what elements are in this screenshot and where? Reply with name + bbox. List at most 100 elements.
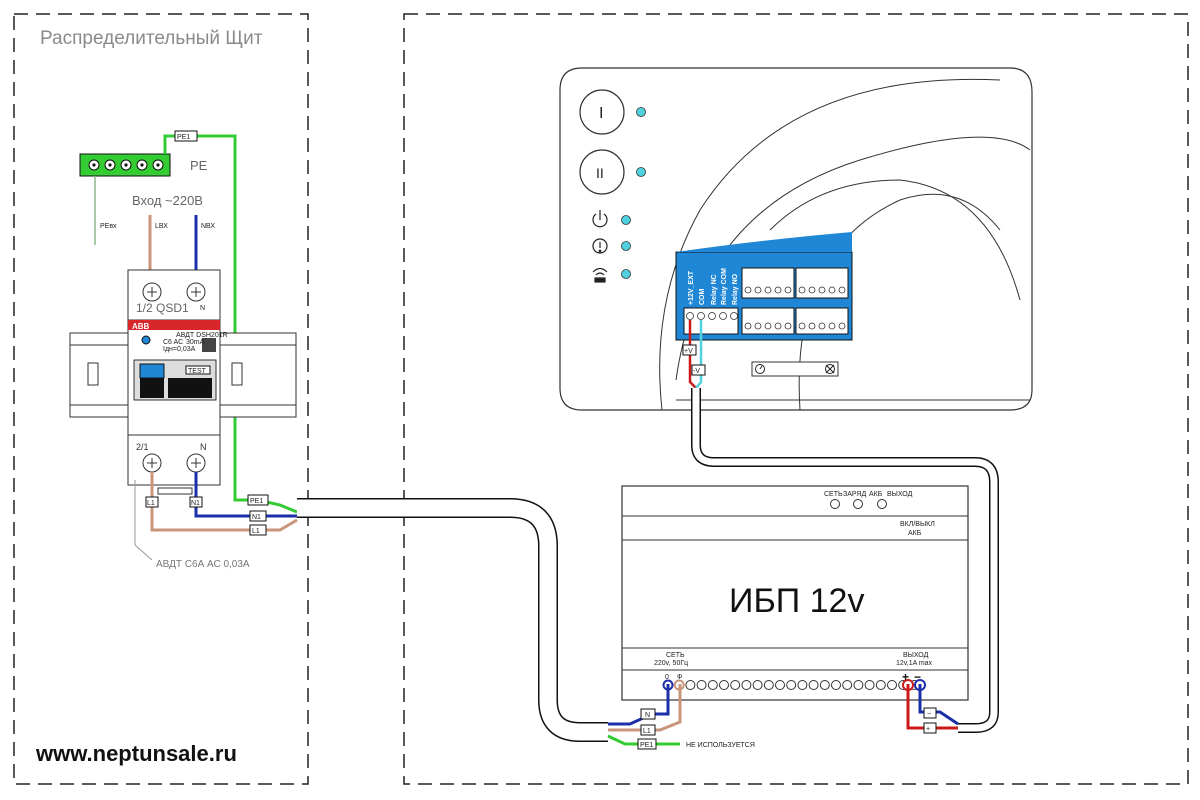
cab-term-n: N1	[252, 514, 261, 521]
ups-housing	[621, 485, 969, 701]
breaker-test-label: TEST	[188, 368, 207, 375]
ups-out-plus-box	[923, 722, 937, 734]
ctrl-term-label-0: +12V_EXT	[688, 270, 695, 305]
breaker-leak: Iдн=0,03А	[163, 346, 196, 353]
ups-term-pe-box	[637, 738, 657, 750]
cabinet-title: Распределительный Щит	[40, 28, 263, 49]
ups-ind-out: ВЫХОД	[887, 491, 913, 498]
controller-button-2-label: II	[596, 165, 604, 181]
breaker-top-label: 1/2 QSD1	[136, 301, 189, 315]
breaker-bottom-label: 2/1	[136, 442, 149, 452]
ups-terminal-screw	[730, 680, 741, 690]
breaker-rating: C6 AC	[163, 339, 183, 346]
pe-wire-top	[163, 134, 258, 502]
breaker-top-n: N	[200, 305, 205, 312]
ups-term-zero: 0	[665, 674, 669, 681]
breaker-out-n-tag	[189, 496, 203, 508]
main-cable	[297, 498, 608, 742]
input-label: Вход ~220В	[132, 193, 203, 208]
ups-out-label-2: 12v,1A max	[896, 660, 933, 667]
ups-out-minus: −	[927, 711, 931, 718]
room-frame	[403, 13, 1189, 785]
ups-term-n-box	[640, 708, 656, 720]
breaker-out-l-tag	[145, 496, 159, 508]
ups-terminal-screw	[842, 680, 853, 690]
breaker-caption: АВДТ С6А АС 0,03А	[156, 559, 250, 570]
ups-terminal-screw	[819, 680, 830, 690]
l-input-label: LВХ	[155, 223, 168, 230]
ctrl-term-label-4: Relay NO	[732, 273, 739, 305]
ups-plus: +	[902, 670, 909, 684]
ups-terminal-screw	[741, 680, 752, 690]
ups-out-label-1: ВЫХОД	[903, 652, 929, 659]
cab-term-l-tag	[249, 524, 267, 536]
breaker-caption-leader	[134, 480, 153, 561]
ups-terminal-screw	[875, 680, 886, 690]
ups-term-n: N	[645, 712, 650, 719]
ups-term-phase: Ф	[677, 674, 682, 681]
ups-terminal-row	[662, 679, 926, 691]
ups-term-l: L1	[643, 728, 651, 735]
breaker-model: АВДТ DSH201R	[176, 332, 228, 339]
cab-term-n-tag	[249, 510, 267, 522]
ups-net-label-1: СЕТЬ	[666, 652, 685, 659]
ups-pe-note: НЕ ИСПОЛЬЗУЕТСЯ	[686, 742, 755, 749]
website-watermark: www.neptunsale.ru	[36, 741, 237, 766]
breaker-out-n: N1	[191, 500, 200, 507]
breaker-brand: ABB	[132, 322, 150, 331]
wifi-icon	[592, 267, 608, 283]
ups-out-minus-box	[923, 707, 937, 719]
breaker-rating-badge: 30mA	[186, 339, 205, 346]
pe-bus-label: PE	[190, 158, 208, 173]
ctrl-tag-minus-box	[691, 364, 706, 376]
ups-pe-wire	[607, 734, 680, 746]
ups-switch-label-1: ВКЛ/ВЫКЛ	[900, 521, 935, 528]
ups-out-plus: +	[926, 726, 930, 733]
controller-terminal-labels: +12V_EXT COM Relay NC Relay COM Relay NO	[688, 268, 739, 305]
ups-terminal-screw	[864, 680, 875, 690]
ups-terminal-screw	[719, 680, 729, 690]
ups-terminal-screw	[831, 680, 841, 690]
ups-out-plus-wire	[906, 684, 958, 730]
cab-term-pe: PE1	[250, 498, 263, 505]
power-icon	[592, 210, 608, 228]
controller-minus-wire	[695, 320, 703, 389]
cab-term-l: L1	[252, 528, 260, 535]
ups-switch-label-2: АКБ	[908, 530, 922, 537]
ups-indicators	[830, 499, 887, 509]
ups-terminal-screw	[808, 680, 819, 690]
ctrl-tag-minus: -V	[693, 368, 700, 375]
fan-icon	[825, 364, 835, 374]
ups-ind-batt: АКБ	[869, 491, 883, 498]
ups-net-label-2: 220v, 50Гц	[654, 660, 688, 667]
ctrl-term-label-1: COM	[699, 289, 706, 306]
ctrl-tag-plus: +V	[684, 348, 693, 355]
ctrl-term-label-2: Relay NC	[711, 274, 718, 305]
ctrl-term-label-3: Relay COM	[721, 268, 728, 305]
ups-terminal-screw	[752, 680, 763, 690]
controller-leds	[621, 107, 646, 279]
controller-button-1[interactable]	[579, 89, 625, 135]
ups-title: ИБП 12v	[729, 582, 864, 620]
alert-icon	[592, 238, 608, 254]
breaker-out-l: L1	[147, 500, 155, 507]
controller-terminal-screws	[686, 286, 846, 330]
controller-button-2[interactable]	[579, 149, 625, 195]
breaker-bottom-n: N	[200, 442, 207, 452]
controller-slot	[751, 361, 839, 377]
ups-terminal-screw	[775, 680, 785, 690]
rcbo-breaker	[127, 269, 221, 495]
ups-term-l-box	[640, 724, 656, 736]
ups-ind-net: СЕТЬ	[824, 491, 843, 498]
n-input-label: NВХ	[201, 223, 215, 230]
pe-top-tag-text: PE1	[177, 134, 190, 141]
ups-terminal-screw	[707, 680, 718, 690]
cabinet-frame	[13, 13, 309, 785]
pe-bus-bar	[79, 153, 171, 177]
controller-terminal-panel	[675, 232, 853, 341]
ups-l-wire	[608, 684, 682, 732]
ups-ind-charge: ЗАРЯД	[843, 491, 866, 498]
controller-button-1-label: I	[599, 105, 603, 122]
clock-icon	[755, 364, 765, 374]
